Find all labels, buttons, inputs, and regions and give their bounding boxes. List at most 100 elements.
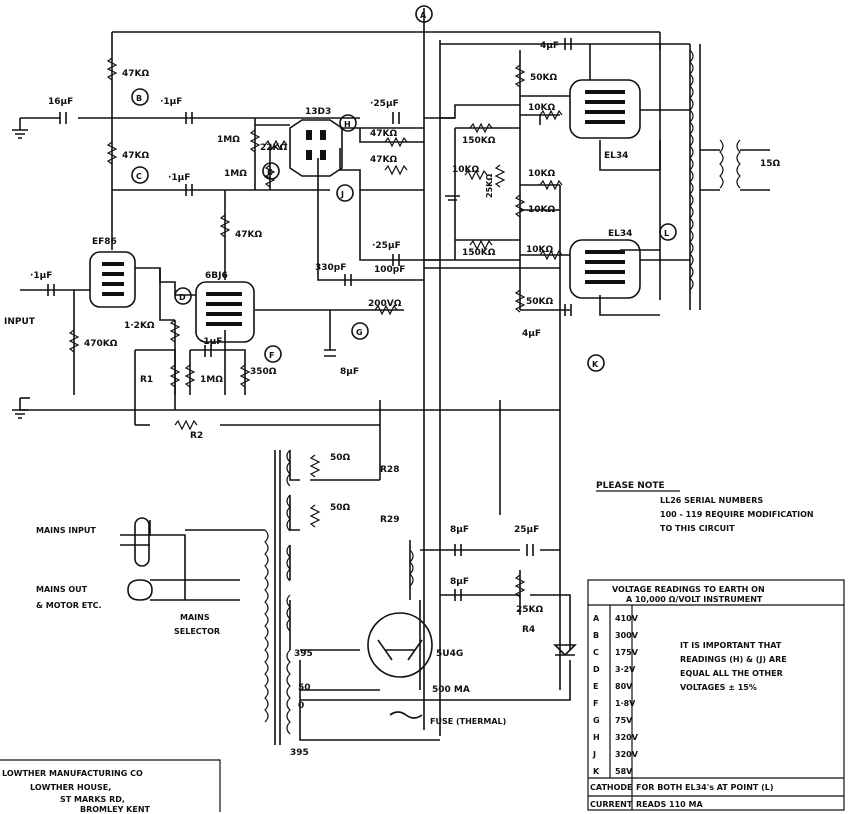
remark-3: EQUAL ALL THE OTHER [680, 669, 783, 678]
label-v395-top: 395 [294, 649, 313, 659]
label-tube-el34-a: EL34 [604, 151, 628, 161]
capacitor-8-g [324, 349, 336, 357]
label-r-50-a: 50Ω [330, 453, 351, 463]
label-c-8-b: 8μF [450, 577, 469, 587]
svg-text:G: G [356, 328, 363, 337]
table-point: F [593, 699, 598, 708]
resistor-r4 [514, 574, 526, 598]
resistor-r1 [169, 364, 181, 388]
resistor-47k-j [384, 164, 408, 176]
capacitor-330p [344, 274, 352, 286]
resistor-150k-a [469, 122, 493, 134]
cathode-label-2: CURRENT [590, 800, 633, 809]
resistor-47k-mid [106, 141, 118, 165]
label-c-8-g: 8μF [340, 367, 359, 377]
label-c-25-j: ·25μF [372, 241, 401, 251]
label-tube-13d3: 13D3 [305, 107, 331, 117]
note-line2: 100 - 119 REQUIRE MODIFICATION [660, 510, 814, 519]
table-value: 75V [615, 716, 633, 725]
table-point: G [593, 716, 600, 725]
resistor-47k-top [106, 57, 118, 81]
tube-13d3 [289, 119, 343, 177]
table-rows: A 410V B 300V C 175V D 3·2V E 80V F 1·8V… [592, 614, 639, 776]
label-r-350: 350Ω [250, 367, 277, 377]
table-value: 300V [615, 631, 639, 640]
table-point: D [593, 665, 600, 674]
table-point: B [593, 631, 599, 640]
label-c-25-b: 25μF [514, 525, 539, 535]
misc-symbols [12, 8, 577, 719]
capacitor-25-h [392, 112, 400, 124]
output-transformer [689, 49, 694, 291]
label-r-470: 470KΩ [84, 339, 118, 349]
label-r-1m-a: 1MΩ [217, 135, 240, 145]
label-ma500: 500 MA [432, 685, 470, 695]
resistor-1m-a [249, 129, 261, 153]
label-r-150-b: 150KΩ [462, 248, 496, 258]
label-c-4-top: 4μF [540, 41, 559, 51]
table-point: C [593, 648, 599, 657]
label-r28: R28 [380, 465, 399, 475]
label-r-top1: 47KΩ [122, 69, 149, 79]
mains-out-socket [127, 579, 153, 601]
component-labels: 16μF ·1μF ·1μF 47KΩ 47KΩ 13D3 1MΩ 1MΩ 22… [4, 41, 781, 758]
resistor-150k-b [469, 239, 493, 251]
capacitors [47, 38, 572, 601]
table-title-2: A 10,000 Ω/VOLT INSTRUMENT [626, 595, 763, 604]
label-c-8-a: 8μF [450, 525, 469, 535]
label-r4: R4 [522, 625, 535, 635]
tube-el34-a [569, 79, 641, 139]
ground-icon [12, 129, 28, 139]
note-line3: TO THIS CIRCUIT [660, 524, 735, 533]
resistor-50k-bot [514, 289, 526, 313]
heater-coil-a [286, 449, 291, 487]
secondary-coil-b [736, 139, 741, 189]
resistor-r2 [174, 419, 198, 431]
label-r-10k-d: 10KΩ [528, 205, 555, 215]
heater-coil-c [286, 544, 291, 582]
label-mains-out: MAINS OUT [36, 585, 88, 594]
svg-text:L: L [664, 229, 669, 238]
label-r-10k-b: 10KΩ [452, 165, 479, 175]
label-tube-ef86: EF86 [92, 237, 117, 247]
label-c-c: ·1μF [168, 173, 190, 183]
table-title-1: VOLTAGE READINGS TO EARTH ON [612, 585, 765, 594]
label-r-150-a: 150KΩ [462, 136, 496, 146]
svg-text:J: J [340, 190, 344, 199]
maker-line1: LOWTHER MANUFACTURING CO [2, 769, 143, 778]
maker-line4: BROMLEY KENT [80, 805, 151, 814]
label-v0: 0 [298, 701, 304, 711]
point-markers: A B C D E F G H J K L [131, 5, 677, 372]
remark-2: READINGS (H) & (J) ARE [680, 655, 787, 664]
maker-line3: ST MARKS RD, [60, 795, 125, 804]
resistors [68, 57, 563, 598]
label-c-100p: 100pF [374, 265, 405, 275]
label-input: INPUT [4, 317, 36, 327]
label-r-25k: 25KΩ [485, 174, 494, 198]
resistor-r28 [309, 454, 321, 478]
capacitor-100p [392, 254, 400, 266]
label-c-330p: 330pF [315, 263, 346, 273]
table-value: 80V [615, 682, 633, 691]
label-v50: 50 [298, 683, 311, 693]
resistor-1-2k [169, 319, 181, 343]
heater-coil-b [286, 494, 291, 532]
tubes [89, 79, 641, 678]
label-c-in-top: 16μF [48, 97, 73, 107]
capacitor-c [185, 184, 193, 196]
tube-5u4g [367, 612, 433, 678]
heater-coil-d [286, 594, 291, 632]
table-value: 320V [615, 750, 639, 759]
table-value: 3·2V [615, 665, 636, 674]
resistor-50k-top [514, 64, 526, 88]
svg-text:H: H [344, 120, 351, 129]
label-r-47-gbj: 47KΩ [235, 230, 262, 240]
label-r-10k-a: 10KΩ [528, 103, 555, 113]
note-heading: PLEASE NOTE [596, 481, 665, 491]
resistor-10k-a [539, 109, 563, 121]
label-c-4-bot: 4μF [522, 329, 541, 339]
label-r-22k: 22KΩ [260, 143, 287, 153]
table-value: 58V [615, 767, 633, 776]
mains-transformer-primary [264, 529, 269, 723]
label-c-f: ·1μF [200, 337, 222, 347]
